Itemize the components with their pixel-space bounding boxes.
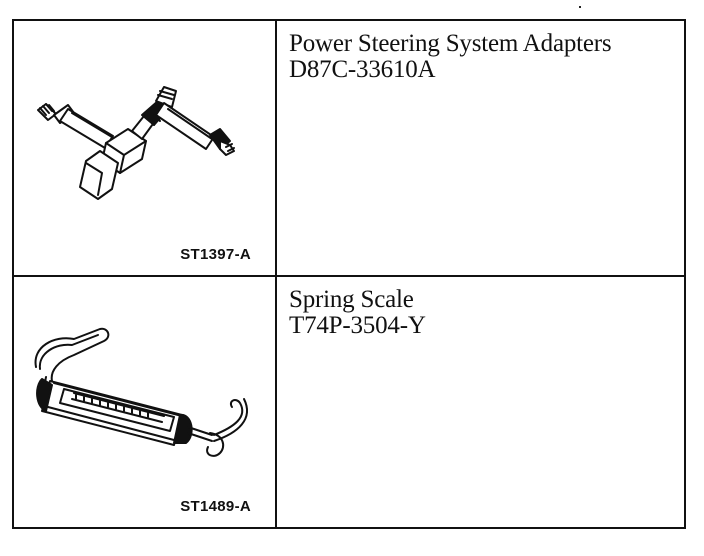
tool-number: T74P-3504-Y [289, 312, 426, 339]
tool-description-cell: Power Steering System Adapters D87C-3361… [277, 21, 684, 275]
tool-image-cell: ST1397-A [14, 21, 277, 275]
table-row: ST1397-A Power Steering System Adapters … [14, 21, 684, 277]
table-row: ST1489-A Spring Scale T74P-3504-Y [14, 277, 684, 527]
scan-speck [579, 6, 581, 8]
spring-scale-illustration [34, 327, 249, 457]
tool-name: Spring Scale [289, 286, 414, 313]
tool-name: Power Steering System Adapters [289, 30, 612, 57]
tool-image-cell: ST1489-A [14, 277, 277, 527]
figure-code: ST1397-A [180, 246, 251, 263]
figure-code: ST1489-A [180, 498, 251, 515]
special-tools-table: ST1397-A Power Steering System Adapters … [12, 19, 686, 529]
power-steering-adapters-illustration [37, 86, 235, 200]
tool-description-cell: Spring Scale T74P-3504-Y [277, 277, 684, 527]
tool-number: D87C-33610A [289, 56, 436, 83]
